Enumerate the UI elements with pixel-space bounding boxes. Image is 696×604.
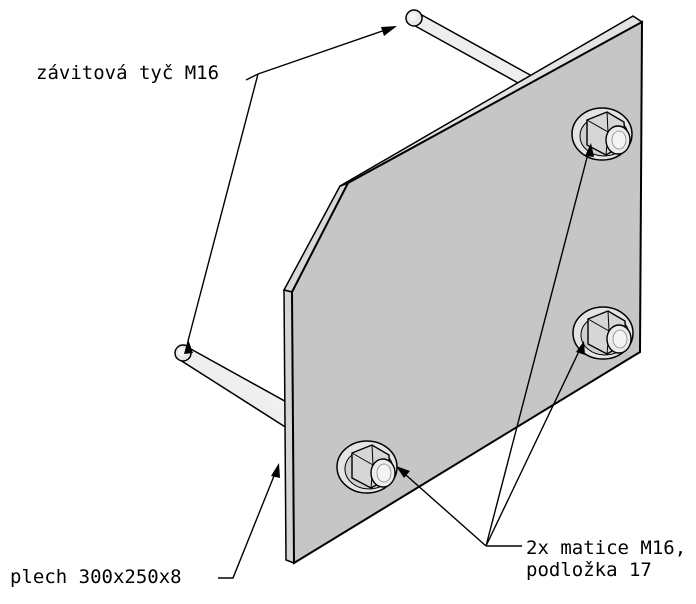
leader-lines: [187, 26, 591, 579]
leader-nuts-to-middle: [485, 344, 583, 547]
arrow-nut-top: [585, 143, 594, 157]
arrow-nut-bottom: [396, 466, 410, 478]
arrowheads: [184, 26, 594, 478]
leader-nuts-to-bottom: [397, 467, 487, 547]
arrow-plate: [271, 463, 280, 478]
leader-rod-to-upper: [257, 26, 395, 75]
threaded-rod-lower: [174, 344, 291, 432]
nut-top-right: [571, 107, 633, 161]
label-nuts-line1: 2x matice M16,: [526, 537, 687, 559]
steel-plate: [282, 15, 644, 565]
leader-plate: [218, 465, 279, 579]
leader-rod-shelf: [245, 73, 259, 81]
leader-nuts-to-top: [485, 145, 591, 547]
arrow-upper-rod: [381, 26, 397, 36]
threaded-rod-upper: [405, 9, 534, 85]
arrow-nut-middle: [576, 341, 585, 355]
label-plate: plech 300x250x8: [10, 566, 182, 588]
leader-rod-to-lower: [187, 73, 259, 342]
label-threaded-rod: závitová tyč M16: [36, 62, 220, 84]
nut-bottom-left: [336, 440, 398, 494]
label-nuts-line2: podložka 17: [526, 559, 652, 581]
arrow-lower-rod: [184, 339, 193, 354]
